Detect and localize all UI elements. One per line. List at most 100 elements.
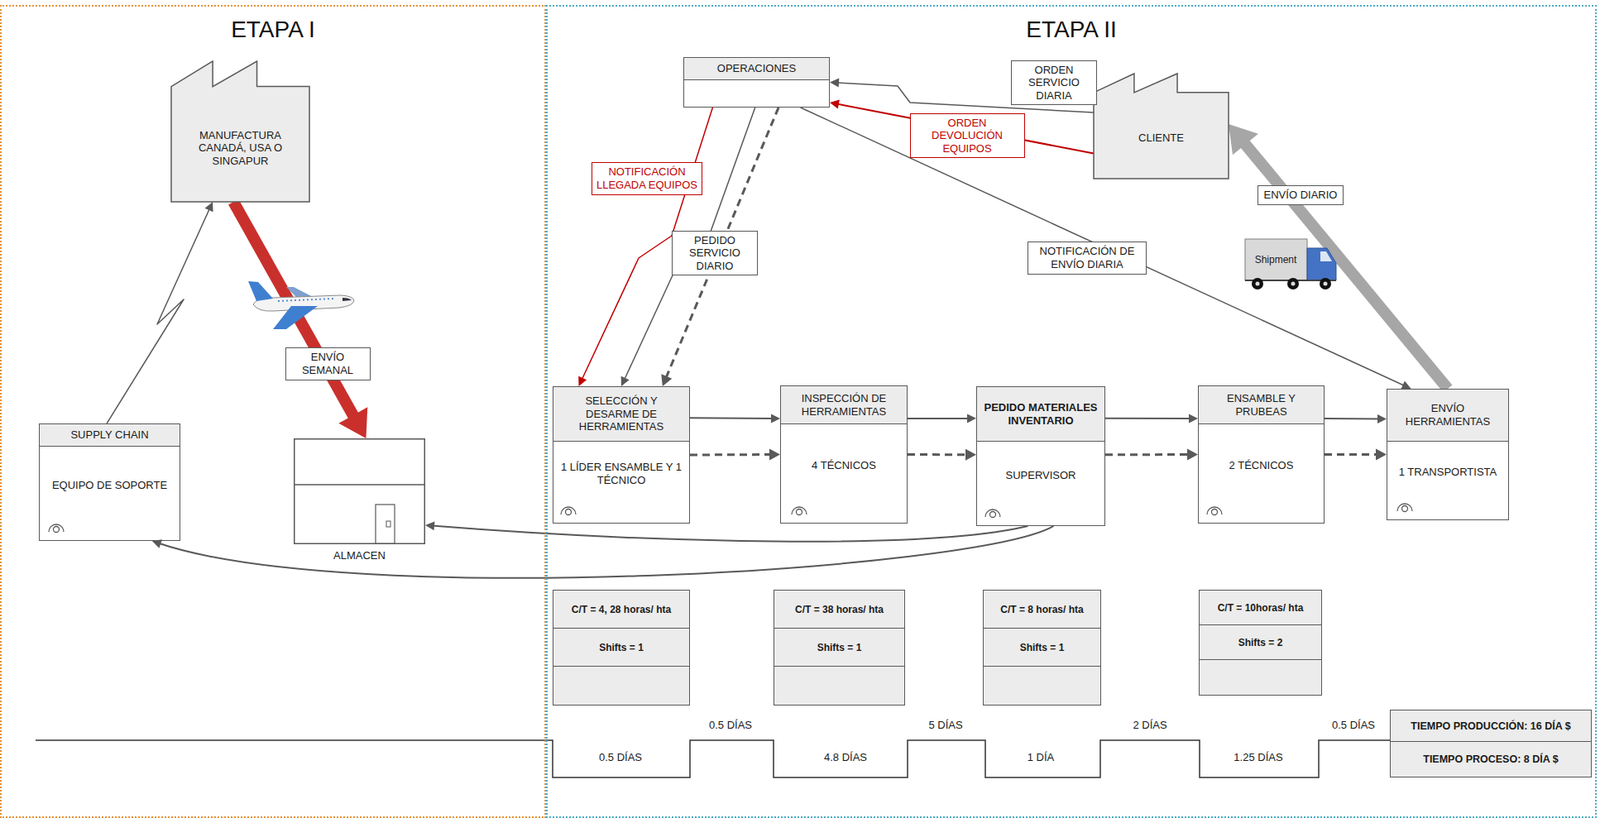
edge-label: ORDEN SERVICIO DIARIA [1010,60,1098,106]
data-row: Shifts = 1 [983,628,1101,667]
arrow-head [425,521,435,531]
connector [907,449,977,461]
box-body-text: 4 TÉCNICOS [811,459,877,473]
connector [661,107,779,387]
warehouse-body [294,439,426,545]
connector [689,449,781,461]
edge-label: ENVÍO DIARIO [1257,185,1344,206]
process-box: SUPPLY CHAIN EQUIPO DE SOPORTE [38,423,181,542]
timeline-value: 5 DÍAS [928,718,963,732]
connector [106,201,213,424]
warehouse-label: ALMACEN [333,549,386,563]
connector-line [907,417,970,420]
arrow-head [771,413,781,423]
operator-icon [796,509,803,516]
data-row-empty [553,666,690,705]
data-value: Shifts = 1 [598,641,644,654]
truck-hub [1255,282,1260,287]
box-body-text: 1 TRANSPORTISTA [1398,465,1497,480]
timeline-total: TIEMPO PRODUCCIÓN: 16 DÍA $ [1389,709,1592,743]
total-text: TIEMPO PRODUCCIÓN: 16 DÍA $ [1410,720,1571,733]
box-body-text: EQUIPO DE SOPORTE [52,479,168,493]
connector-line [623,107,756,381]
truck-label: Shipment [1255,253,1298,266]
box-title: ENSAMBLE Y PRUBEAS [1203,392,1319,418]
warehouse-roof-line [293,483,426,486]
data-value: Shifts = 1 [1020,641,1065,654]
box-header: ENSAMBLE Y PRUBEAS [1198,386,1324,425]
region-title: ETAPA II [547,16,1596,44]
operator-icon [48,524,64,532]
connector [233,201,368,439]
timeline-line [35,740,1390,778]
box-body: 4 TÉCNICOS [780,424,907,523]
operator-icon [53,526,60,533]
connector-line [689,416,774,420]
data-box: C/T = 8 horas/ htaShifts = 1 [982,589,1102,706]
data-row: Shifts = 1 [774,628,905,667]
data-value: Shifts = 2 [1238,637,1284,649]
box-title: SELECCIÓN Y DESARME DE HERRAMIENTAS [558,394,685,434]
connector-line [1240,138,1448,389]
arrow-head [1377,414,1387,424]
arrow-head [205,201,214,212]
arrow-head [769,449,781,461]
arrow-head [829,78,839,88]
box-title: INSPECCIÓN DE HERRAMIENTAS [785,392,902,418]
box-header: SELECCIÓN Y DESARME DE HERRAMIENTAS [553,387,690,442]
airplane-wing [273,306,318,330]
box-body-text: SUPERVISOR [1005,469,1076,483]
box-body: EQUIPO DE SOPORTE [39,446,180,541]
operator-icon [791,507,807,515]
box-header: PEDIDO MATERIALES INVENTARIO [977,387,1105,442]
box-body-text: 2 TÉCNICOS [1229,459,1294,473]
connector [1105,414,1198,424]
process-box: PEDIDO MATERIALES INVENTARIO SUPERVISOR [976,386,1106,527]
box-body: SUPERVISOR [977,441,1105,526]
arrow-head [338,407,368,439]
factory-node: MANUFACTURA CANADÁ, USA O SINGAPUR [171,61,310,202]
data-box: C/T = 38 horas/ htaShifts = 1 [773,589,906,706]
operator-icon [1402,506,1409,513]
arrow-head [1228,124,1259,155]
connector [621,107,756,387]
data-row: Shifts = 2 [1199,625,1322,661]
operator-icon [565,509,572,516]
timeline-total: TIEMPO PROCESO: 8 DÍA $ [1389,741,1592,778]
data-row-empty [774,666,905,705]
box-header: SUPPLY CHAIN [39,424,180,447]
process-box: ENVÍO HERRAMIENTAS1 TRANSPORTISTA [1386,388,1509,521]
arrow-head [1375,449,1387,461]
airplane-cockpit [342,297,352,302]
data-row-empty [1199,660,1322,695]
box-title: SUPPLY CHAIN [70,428,149,442]
process-box: ENSAMBLE Y PRUBEAS 2 TÉCNICOS [1197,385,1325,524]
truck-icon [1245,239,1337,290]
timeline-value: 1 DÍA [1027,751,1055,764]
truck-wheel [1319,277,1332,290]
connector-line [836,103,1094,154]
connector-line [1324,453,1380,456]
connector-line [233,201,357,422]
airplane-icon [248,281,355,330]
factory-outline [1093,73,1229,179]
connector [829,100,1094,154]
connector-line [431,526,1029,542]
connector-line [836,82,1094,113]
edge-label: NOTIFICACIÓN LLEGADA EQUIPOS [591,162,703,195]
connector-line [665,107,779,380]
truck-wheel [1251,277,1264,290]
truck-hub [1323,282,1328,287]
arrow-head [1188,414,1198,424]
timeline-value: 0.5 DÍAS [1331,718,1375,732]
warehouse-door-knob [386,521,391,527]
airplane-windows [277,298,335,302]
data-value: Shifts = 1 [817,641,863,654]
factory-label: CLIENTE [1138,131,1184,144]
operator-icon [1211,509,1218,516]
data-row: C/T = 10horas/ hta [1199,590,1322,626]
connector-line [581,107,714,381]
arrow-head [621,376,630,387]
connector-line [689,453,773,456]
connector [152,526,1054,579]
